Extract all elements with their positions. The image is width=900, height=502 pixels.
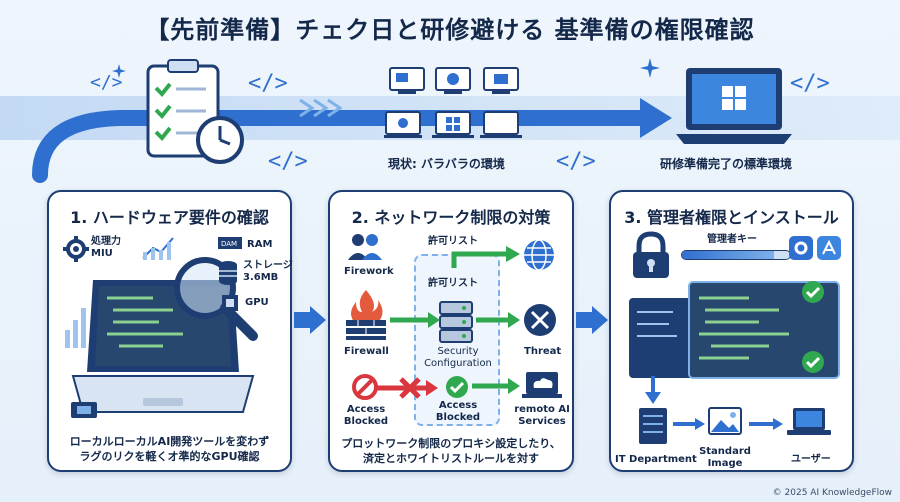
ram-chip-icon: DAM [218,237,242,249]
svg-text:</>: </> [790,71,830,96]
panel-1-caption-line2: ラグのリクを軽くオ準的なGPU確認 [79,450,260,463]
security-config-label: Security Configuration [424,346,492,369]
access-blocked-mid-label: Access Blocked [435,400,481,423]
gpu-chip-icon [222,295,238,311]
it-server-icon [639,408,667,444]
panel-admin-install: 3. 管理者権限とインストール 管理者キー [609,190,854,472]
cloud-laptop-icon [522,372,562,398]
code-bracket-icon: </> [556,149,596,174]
padlock-icon [633,231,669,278]
top-flow-illustration [32,98,672,183]
settings-app-icon [789,236,813,260]
spec-ram-label: RAM [247,239,273,250]
gear-icon [63,236,89,262]
panel-title: 1. ハードウェア要件の確認 [70,208,269,227]
spec-storage-label: ストレージ 3.6MB [243,260,293,283]
current-state-label: 現状: バラバラの環境 [388,157,505,171]
user-label: ユーザー [791,454,831,465]
flow-arrowhead [640,98,672,138]
target-state-label: 研修準備完了の標準環境 [660,157,793,171]
spec-gpu-label: GPU [245,297,269,308]
globe-icon [524,239,554,271]
allow-list-top-label: 許可リスト [428,236,478,247]
arrow-right-icon [294,306,326,334]
app-store-icon [817,236,841,260]
code-bracket-icon: </> [248,71,288,96]
svg-text:DAM: DAM [221,240,237,248]
copyright-text: © 2025 AI KnowledgeFlow [772,488,892,498]
server-icon [439,301,473,343]
threat-label: Threat [524,346,562,357]
page-title: 【先前準備】チェク日と研修避ける 基準備の権限確認 [145,16,755,44]
remote-ai-label: remoto AI Services [514,404,570,427]
svg-text:</>: </> [248,71,288,96]
image-icon [708,407,742,435]
arrow-right-icon [576,306,608,334]
panel-2-caption-line2: 済定とホワイトリストルールを対す [363,452,539,465]
user-laptop-icon [787,408,831,435]
panel-network-restrictions: 2. ネットワーク制限の対策 許可リスト 許可リスト Firework Fire… [328,190,574,472]
storage-stack-icon [219,261,237,285]
code-bracket-icon: </> [90,72,123,93]
chevron-decor [299,98,343,118]
code-bracket-icon: </> [268,149,308,174]
access-blocked-left-label: Access Blocked [343,404,389,427]
bar-chart-icon [65,308,86,348]
threat-icon [524,304,556,336]
spec-processing-label: 処理力 MIU [91,236,121,259]
blocked-x-icon [399,377,421,399]
panel-hardware-requirements: 1. ハードウェア要件の確認 処理力 MIU DAM RAM [47,190,293,472]
flow-arrow-line [32,110,648,183]
arrow-down-icon [645,376,661,404]
it-department-label: IT Department [615,454,697,465]
firewall-icon [346,290,386,340]
svg-text:</>: </> [556,149,596,174]
allow-list-mid-label: 許可リスト [428,278,478,289]
code-windows-icon [629,281,840,379]
install-flow-arrows [673,418,783,430]
rising-chart-icon [142,237,174,260]
panel-1-caption-line1: ローカルローカルAI開発ツールを変わず [69,435,270,448]
firework-label: Firework [344,266,394,277]
panel-2-caption-line1: プロットワーク制限のプロキシ設定したり、 [341,437,561,450]
users-icon [348,234,382,260]
svg-text:</>: </> [90,72,123,93]
check-circle-icon [446,376,468,398]
svg-text:</>: </> [268,149,308,174]
sparkle-icon [640,58,660,78]
panel-title: 2. ネットワーク制限の対策 [351,208,551,227]
code-bracket-icon: </> [790,71,830,96]
mixed-devices-icon [384,67,522,138]
standard-image-label: Standard Image [699,446,751,469]
cpu-chip-icon [71,402,97,418]
admin-key-label: 管理者キー [707,234,757,245]
checklist-clipboard-icon [146,59,244,164]
firewall-label: Firewall [344,346,389,357]
windows-laptop-icon [676,68,792,144]
network-flow-arrows [376,246,520,396]
no-entry-icon [352,374,378,400]
sparkle-icon [112,64,126,78]
panel-title: 3. 管理者権限とインストール [624,208,839,227]
